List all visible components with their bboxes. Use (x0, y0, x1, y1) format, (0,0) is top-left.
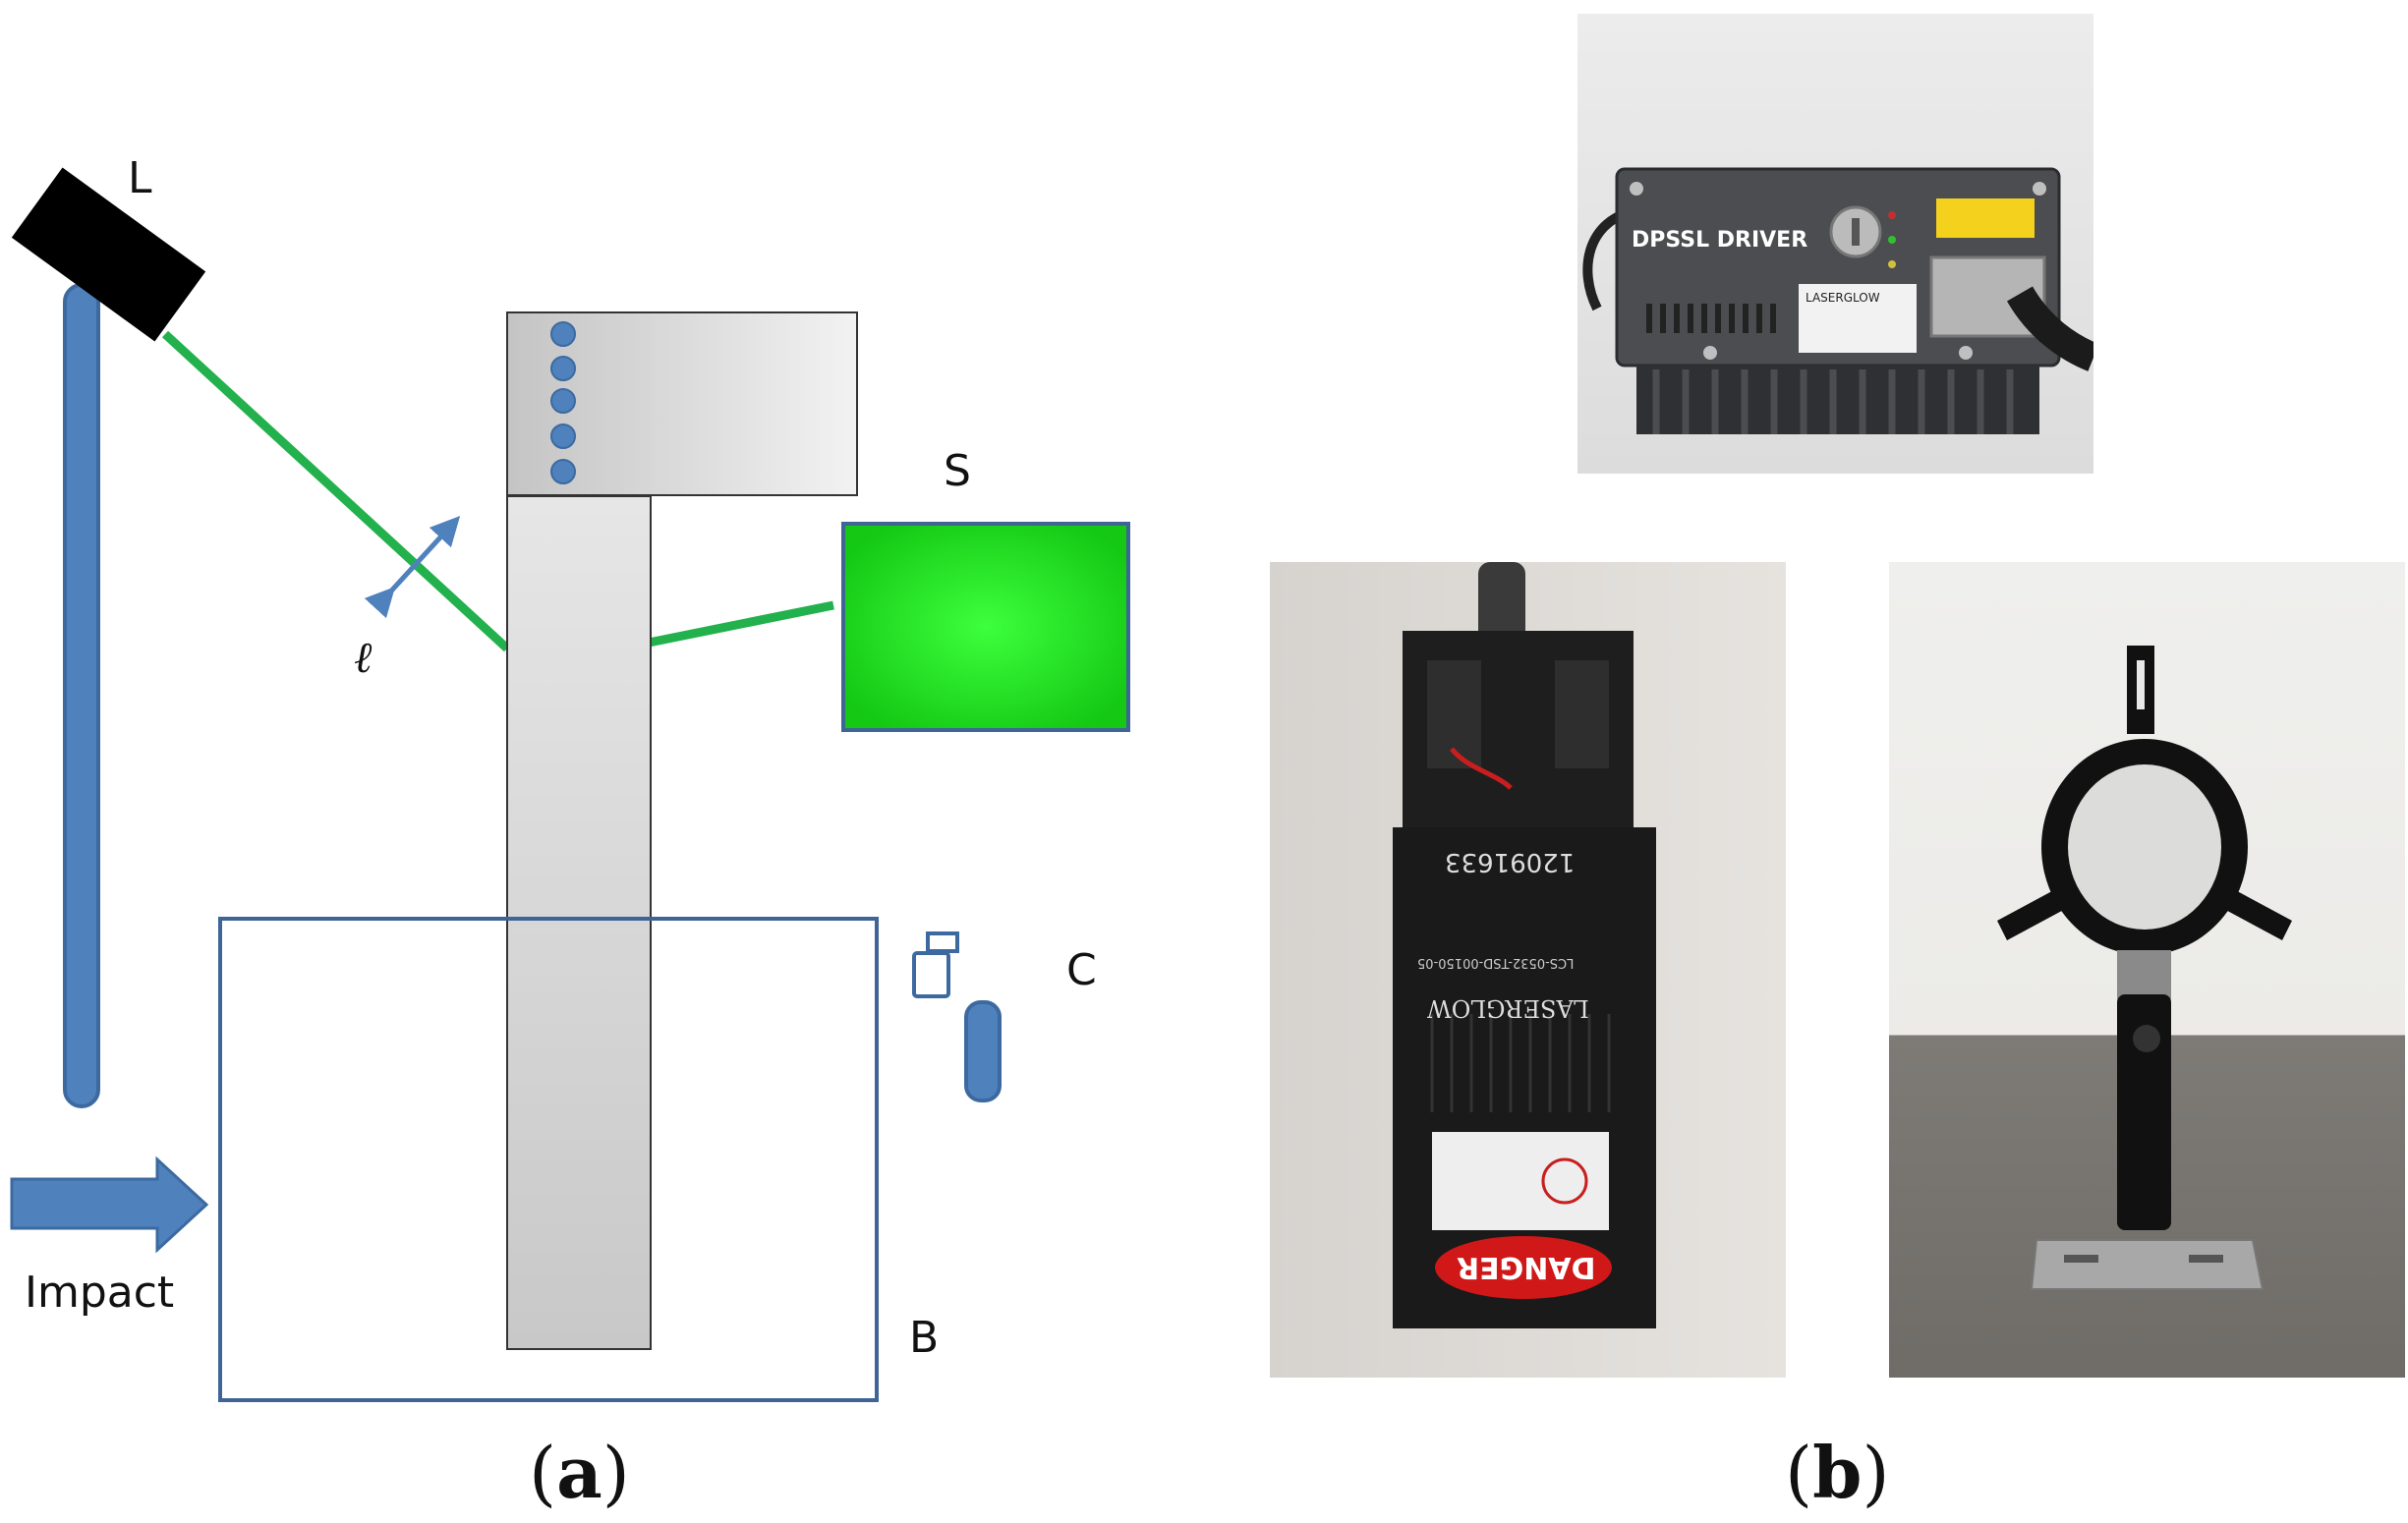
laser-head-photo: 12091633 LASERGLOW LCS-0532-TSD-00150-05… (1270, 562, 1786, 1378)
label-impact: Impact (25, 1268, 175, 1318)
driver-brand-label: LASERGLOW (1806, 291, 1880, 305)
laser-support-post (63, 283, 100, 1108)
label-laser: L (128, 153, 152, 203)
bolt (550, 356, 576, 381)
panel-a-diagram (10, 167, 1130, 1402)
bolt (550, 321, 576, 347)
bolt (550, 423, 576, 449)
base-box (218, 917, 879, 1402)
incident-laser-beam (161, 330, 511, 652)
lens-mount-photo (1889, 562, 2405, 1378)
projection-screen (841, 522, 1130, 732)
laser-danger-label: DANGER (1457, 1250, 1596, 1284)
caption-a-letter: a (556, 1431, 602, 1514)
laser-serial: 12091633 (1445, 847, 1576, 876)
caption-a: (a) (529, 1438, 630, 1509)
cantilever-beam (506, 495, 652, 1350)
caption-b-letter: b (1812, 1431, 1863, 1514)
label-box: B (909, 1313, 940, 1363)
caption-a-open: ( (529, 1432, 557, 1514)
impact-arrow (10, 1156, 209, 1254)
caption-b: (b) (1785, 1438, 1890, 1509)
tip-mass-bolts (550, 321, 576, 484)
distance-arrow (364, 515, 461, 619)
label-screen: S (944, 446, 971, 496)
reflected-laser-beam (648, 600, 834, 648)
driver-photo: DPSSL DRIVER LASERGLOW (1577, 14, 2093, 474)
laser-model: LCS-0532-TSD-00150-05 (1417, 955, 1575, 970)
caption-b-open: ( (1785, 1432, 1813, 1514)
caption-a-close: ) (602, 1432, 630, 1514)
label-camera: C (1066, 945, 1097, 995)
laser-body (11, 167, 206, 342)
caption-b-close: ) (1862, 1432, 1890, 1514)
label-lens-distance: ℓ (354, 633, 373, 683)
driver-front-label: DPSSL DRIVER (1632, 228, 1808, 253)
camera-icon (912, 931, 1002, 1102)
laser-brand: LASERGLOW (1427, 994, 1589, 1022)
bolt (550, 388, 576, 414)
bolt (550, 459, 576, 484)
